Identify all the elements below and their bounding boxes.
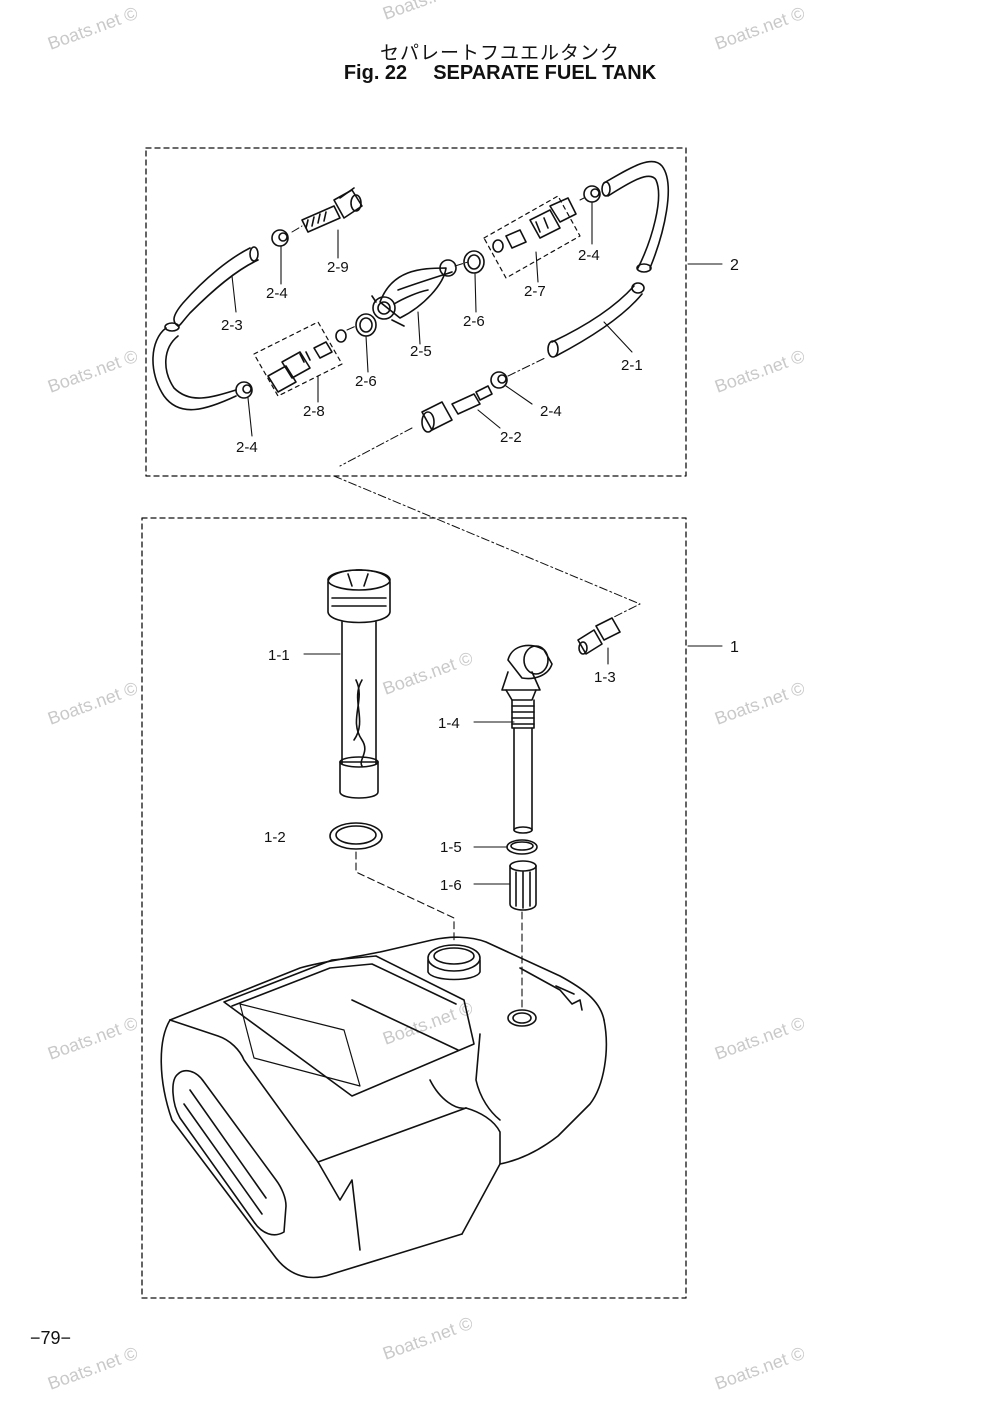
leader-dashdot: [346, 325, 357, 331]
hose-upper-right: [603, 160, 669, 269]
hose-upper-left: [173, 247, 251, 327]
o-ring-1-5: [506, 839, 538, 855]
ring-2-6-right: [463, 250, 485, 274]
primer-bulb-2-5: [371, 259, 457, 327]
callout-2-4: 2-4: [236, 439, 258, 456]
hose-2-1: [551, 285, 635, 343]
callout-1-4: 1-4: [438, 715, 460, 732]
leader-dashdot: [291, 225, 303, 233]
assembly-label-2: 2: [730, 257, 739, 274]
callout-2-7: 2-7: [524, 283, 546, 300]
callout-2-1: 2-1: [621, 357, 643, 374]
alignment-guide: [355, 851, 455, 941]
fuel-tank-body: [160, 936, 608, 1279]
valve-box-2-7: [483, 195, 581, 279]
hose-2-1-edge: [555, 293, 643, 357]
connector-1-3: [577, 617, 621, 655]
callout-1-2: 1-2: [264, 829, 286, 846]
callout-labels: 2-9 2-4 2-3 2-5 2-6 2-6 2-8 2-4 2-7 2-4 …: [221, 247, 739, 894]
filter-1-6: [509, 860, 537, 911]
gasket-1-2: [329, 822, 383, 850]
fuel-gauge-cap-1-1: [327, 569, 391, 799]
callout-2-8: 2-8: [303, 403, 325, 420]
leader-dashdot: [339, 427, 413, 467]
leader-dashdot: [579, 197, 585, 201]
check-valve-2-8: [267, 329, 347, 393]
assembly-2-boundary: [145, 147, 687, 477]
hose-lower-left: [152, 327, 237, 411]
hose-end: [249, 246, 259, 262]
hose-clamp-2-4-a: [271, 229, 289, 247]
leader-dashdot: [454, 261, 469, 267]
hose-upper-left-edge: [177, 259, 259, 327]
hose-clamp-2-4-b: [235, 381, 253, 399]
callout-1-5: 1-5: [440, 839, 462, 856]
title-japanese: セパレートフユエルタンク: [379, 42, 620, 64]
assembly-label-1: 1: [730, 639, 739, 656]
callout-2-4: 2-4: [540, 403, 562, 420]
callout-2-3: 2-3: [221, 317, 243, 334]
hose-lower-left-edge: [165, 335, 237, 399]
hose-clamp-2-4-d: [490, 371, 508, 389]
figure-title: Fig. 22 SEPARATE FUEL TANK: [0, 62, 1000, 85]
callout-2-4: 2-4: [578, 247, 600, 264]
callout-2-6: 2-6: [355, 373, 377, 390]
callout-2-2: 2-2: [500, 429, 522, 446]
tank-assembly-group: [141, 517, 723, 1299]
callout-1-1: 1-1: [268, 647, 290, 664]
callout-1-6: 1-6: [440, 877, 462, 894]
hose-upper-right-edge: [607, 175, 660, 269]
valve-box-2-8: [253, 321, 343, 397]
figure-name: SEPARATE FUEL TANK: [433, 62, 657, 84]
figure-number: Fig. 22: [343, 62, 408, 84]
check-valve-2-7: [492, 197, 577, 253]
hose-end: [631, 282, 645, 294]
hose-assembly-group: [145, 147, 723, 477]
callout-2-6: 2-6: [463, 313, 485, 330]
fuel-pickup-1-4: [501, 644, 553, 834]
callout-1-3: 1-3: [594, 669, 616, 686]
hose-end: [601, 181, 611, 197]
page-number: −79−: [30, 1328, 72, 1348]
ring-2-6-left: [355, 313, 377, 337]
connector-2-2: [421, 385, 493, 433]
connection-line: [333, 475, 641, 619]
callout-2-5: 2-5: [410, 343, 432, 360]
hose-end: [164, 322, 180, 332]
connector-2-9: [301, 187, 363, 233]
hose-end: [636, 263, 652, 273]
callout-2-4: 2-4: [266, 285, 288, 302]
hose-end: [547, 340, 559, 358]
callout-2-9: 2-9: [327, 259, 349, 276]
hose-clamp-2-4-c: [583, 185, 601, 203]
assembly-1-boundary: [141, 517, 687, 1299]
leader-dashdot: [507, 357, 546, 377]
